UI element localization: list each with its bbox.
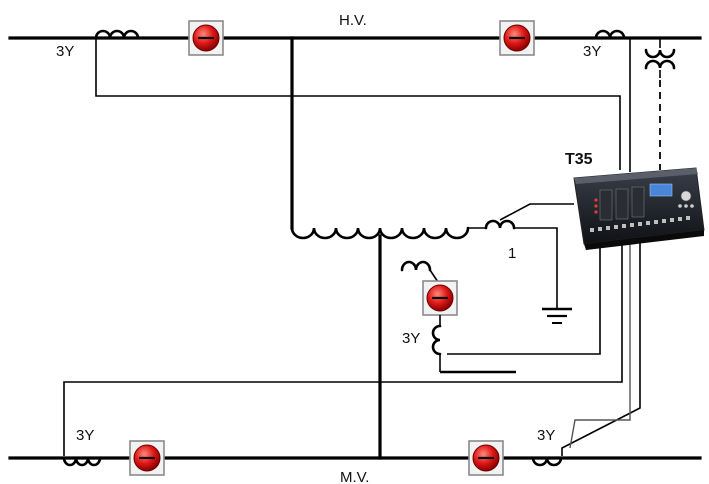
neutral-ct-icon bbox=[484, 219, 516, 230]
t35-relay-icon[interactable] bbox=[573, 167, 705, 250]
transformer-winding-icon bbox=[290, 226, 470, 240]
hv-right-breaker-icon[interactable] bbox=[498, 19, 536, 57]
mv-right-ct-return-wire bbox=[569, 238, 631, 449]
hv-left-ct-label: 3Y bbox=[56, 43, 74, 60]
tertiary-ct-icon bbox=[431, 324, 442, 356]
relay-label: T35 bbox=[565, 151, 593, 168]
ground-icon bbox=[542, 307, 572, 324]
mv-right-ct-label: 3Y bbox=[537, 427, 555, 444]
hv-left-ct-wire bbox=[95, 38, 621, 170]
mv-left-ct-label: 3Y bbox=[76, 427, 94, 444]
tertiary-ct-label: 3Y bbox=[402, 330, 420, 347]
mv-right-ct-icon bbox=[531, 456, 563, 467]
hv-left-breaker-icon[interactable] bbox=[187, 19, 225, 57]
mv-left-ct-icon bbox=[62, 456, 102, 467]
tertiary-ct-wire bbox=[447, 238, 601, 355]
mv-left-breaker-icon[interactable] bbox=[128, 439, 166, 477]
hv-right-ct-label: 3Y bbox=[583, 43, 601, 60]
mv-left-ct-wire bbox=[63, 238, 623, 456]
mv-right-breaker-icon[interactable] bbox=[467, 439, 505, 477]
mv-label: M.V. bbox=[340, 469, 369, 484]
neutral-ct-wire bbox=[499, 203, 574, 221]
voltage-transformer-icon bbox=[644, 38, 676, 170]
mv-right-ct-wire bbox=[561, 238, 641, 456]
neutral-ct-label: 1 bbox=[508, 245, 516, 262]
tertiary-breaker-icon[interactable] bbox=[421, 279, 459, 317]
hv-right-ct-icon bbox=[594, 29, 626, 40]
hv-label: H.V. bbox=[339, 12, 367, 29]
tertiary-coil-icon bbox=[400, 260, 432, 272]
hv-left-ct-icon bbox=[94, 29, 140, 40]
neutral-lead bbox=[514, 227, 558, 308]
